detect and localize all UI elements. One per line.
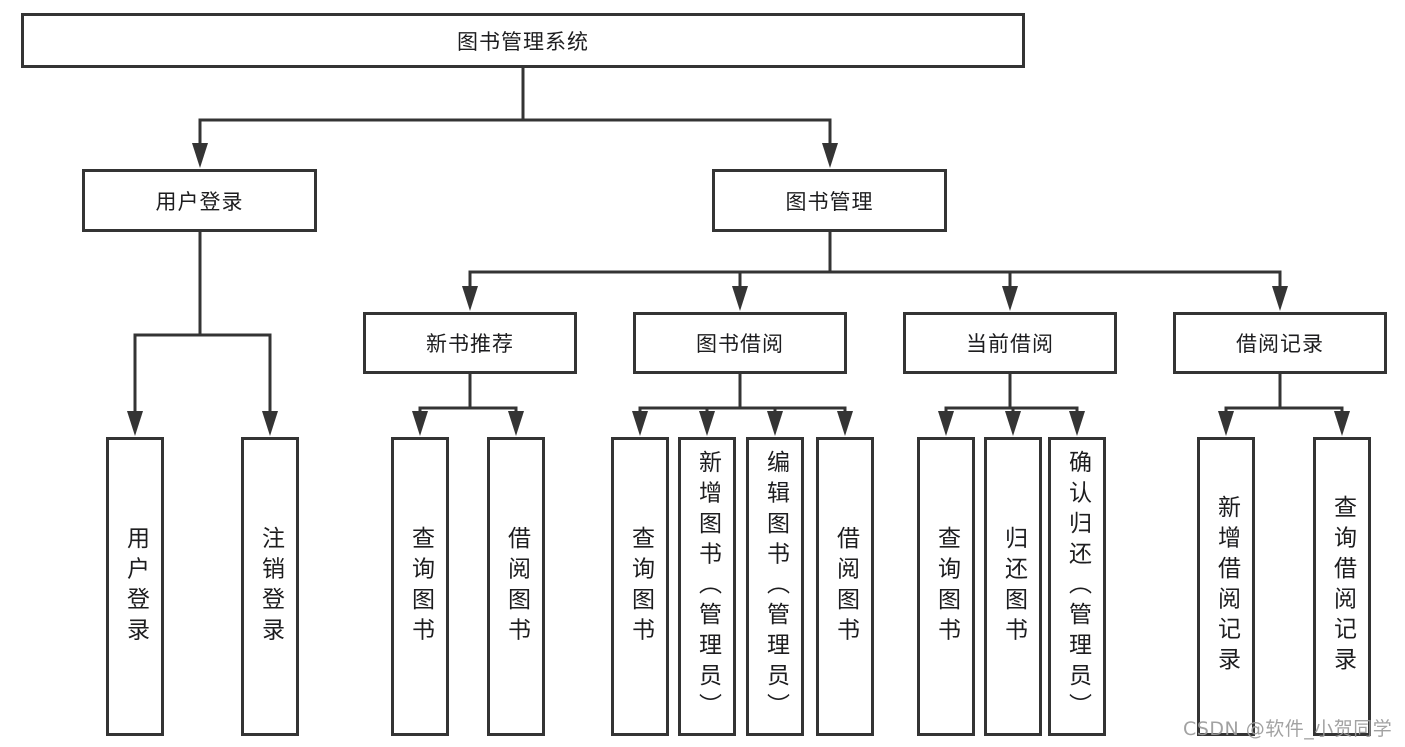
- leaf-add-borrow-record: 新增借阅记录: [1197, 437, 1255, 736]
- leaf-return-book: 归还图书: [984, 437, 1042, 736]
- node-user-login: 用户登录: [82, 169, 317, 232]
- leaf-query-books-borrow: 查询图书: [611, 437, 669, 736]
- node-book-borrow: 图书借阅: [633, 312, 847, 374]
- leaf-confirm-return-admin: 确认归还（管理员）: [1048, 437, 1106, 736]
- node-book-management: 图书管理: [712, 169, 947, 232]
- csdn-watermark: CSDN @软件_小贺同学: [1183, 718, 1393, 740]
- leaf-edit-book-admin: 编辑图书（管理员）: [746, 437, 804, 736]
- leaf-logout: 注销登录: [241, 437, 299, 736]
- node-book-management-system: 图书管理系统: [21, 13, 1025, 68]
- leaf-borrow-books-recommend: 借阅图书: [487, 437, 545, 736]
- arrowheads: [127, 143, 1350, 436]
- node-new-book-recommend: 新书推荐: [363, 312, 577, 374]
- leaf-borrow-books: 借阅图书: [816, 437, 874, 736]
- node-borrow-records: 借阅记录: [1173, 312, 1387, 374]
- leaf-add-book-admin: 新增图书（管理员）: [678, 437, 736, 736]
- leaf-user-login: 用户登录: [106, 437, 164, 736]
- connector-paths: [133, 66, 1344, 417]
- leaf-query-books-current: 查询图书: [917, 437, 975, 736]
- node-current-borrow: 当前借阅: [903, 312, 1117, 374]
- leaf-query-books-recommend: 查询图书: [391, 437, 449, 736]
- leaf-query-borrow-record: 查询借阅记录: [1313, 437, 1371, 736]
